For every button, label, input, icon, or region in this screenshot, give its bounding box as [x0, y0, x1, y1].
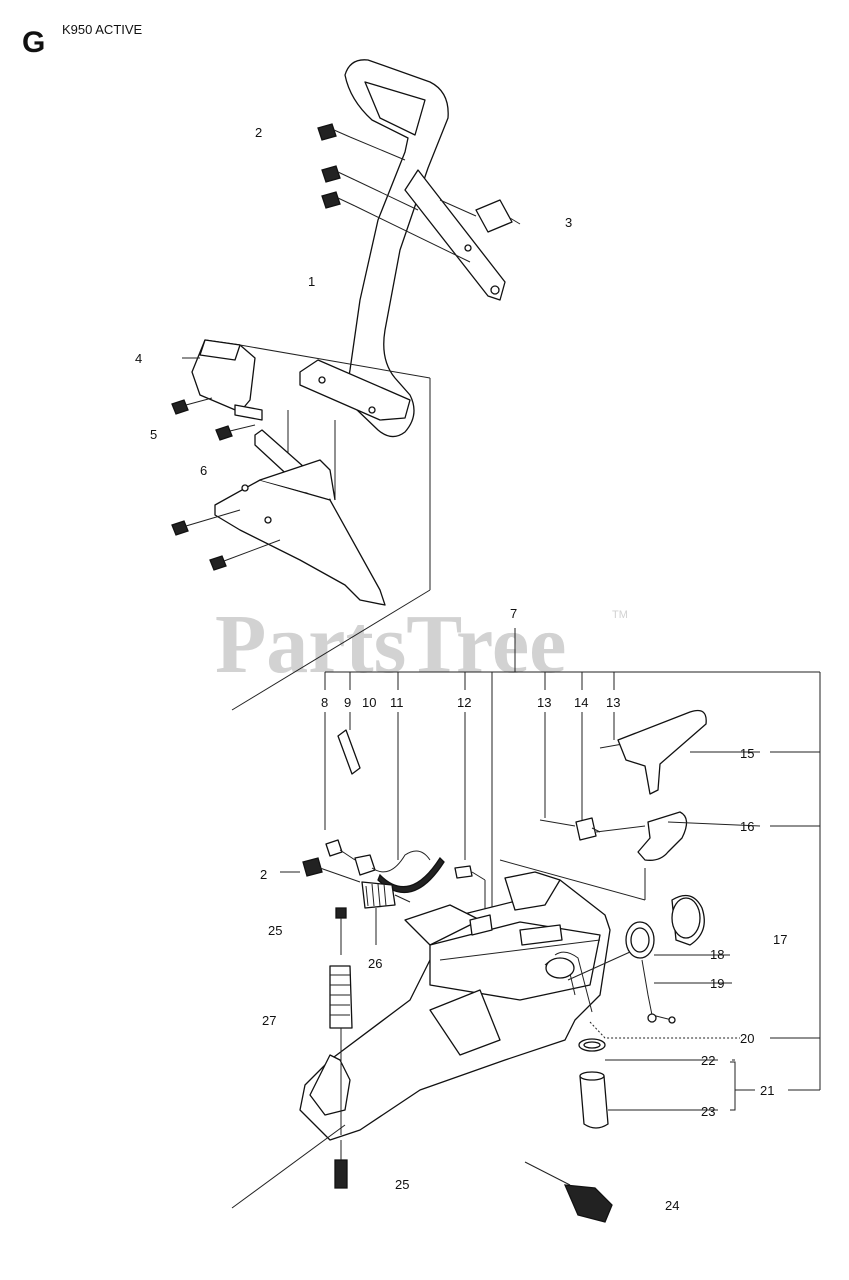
part-7-leader-lines [324, 628, 821, 1091]
label-part-14: 14 [574, 695, 588, 710]
label-part-24: 24 [665, 1198, 679, 1213]
label-part-20: 20 [740, 1031, 754, 1046]
label-part-2-bottom: 2 [260, 867, 267, 882]
label-part-21: 21 [760, 1083, 774, 1098]
label-part-2-top: 2 [255, 125, 262, 140]
label-part-27: 27 [262, 1013, 276, 1028]
label-part-13-left: 13 [537, 695, 551, 710]
screw-parts-top [317, 123, 521, 263]
label-part-25-bottom: 25 [395, 1177, 409, 1192]
label-part-16: 16 [740, 819, 754, 834]
fuel-tank-housing-part [299, 871, 611, 1141]
label-part-6: 6 [200, 463, 207, 478]
label-part-4: 4 [135, 351, 142, 366]
fuel-system-parts [567, 894, 755, 1129]
label-part-5: 5 [150, 427, 157, 442]
label-part-12: 12 [457, 695, 471, 710]
throttle-linkage-parts [324, 712, 486, 910]
lower-screw-and-damper-parts [231, 857, 411, 1209]
label-part-11: 11 [390, 695, 404, 710]
label-part-18: 18 [710, 947, 724, 962]
watermark-tm: TM [612, 609, 628, 621]
label-part-8: 8 [321, 695, 328, 710]
label-part-7: 7 [510, 606, 517, 621]
anti-vibration-bracket-part [171, 339, 431, 711]
spring-part-24 [524, 1161, 613, 1223]
label-part-23: 23 [701, 1104, 715, 1119]
label-part-10: 10 [362, 695, 376, 710]
label-part-19: 19 [710, 976, 724, 991]
label-part-17: 17 [773, 932, 787, 947]
front-handle-part [299, 59, 506, 438]
label-part-3: 3 [565, 215, 572, 230]
model-title: K950 ACTIVE [62, 22, 143, 37]
section-letter: G [22, 26, 45, 59]
label-part-26: 26 [368, 956, 382, 971]
part-number-labels: 1 2 3 4 5 6 7 8 9 10 11 12 13 14 13 15 1… [135, 125, 787, 1213]
label-part-1: 1 [308, 274, 315, 289]
throttle-trigger-parts [499, 709, 761, 901]
label-part-13-right: 13 [606, 695, 620, 710]
label-part-9: 9 [344, 695, 351, 710]
label-part-15: 15 [740, 746, 754, 761]
label-part-22: 22 [701, 1053, 715, 1068]
label-part-25-top: 25 [268, 923, 282, 938]
